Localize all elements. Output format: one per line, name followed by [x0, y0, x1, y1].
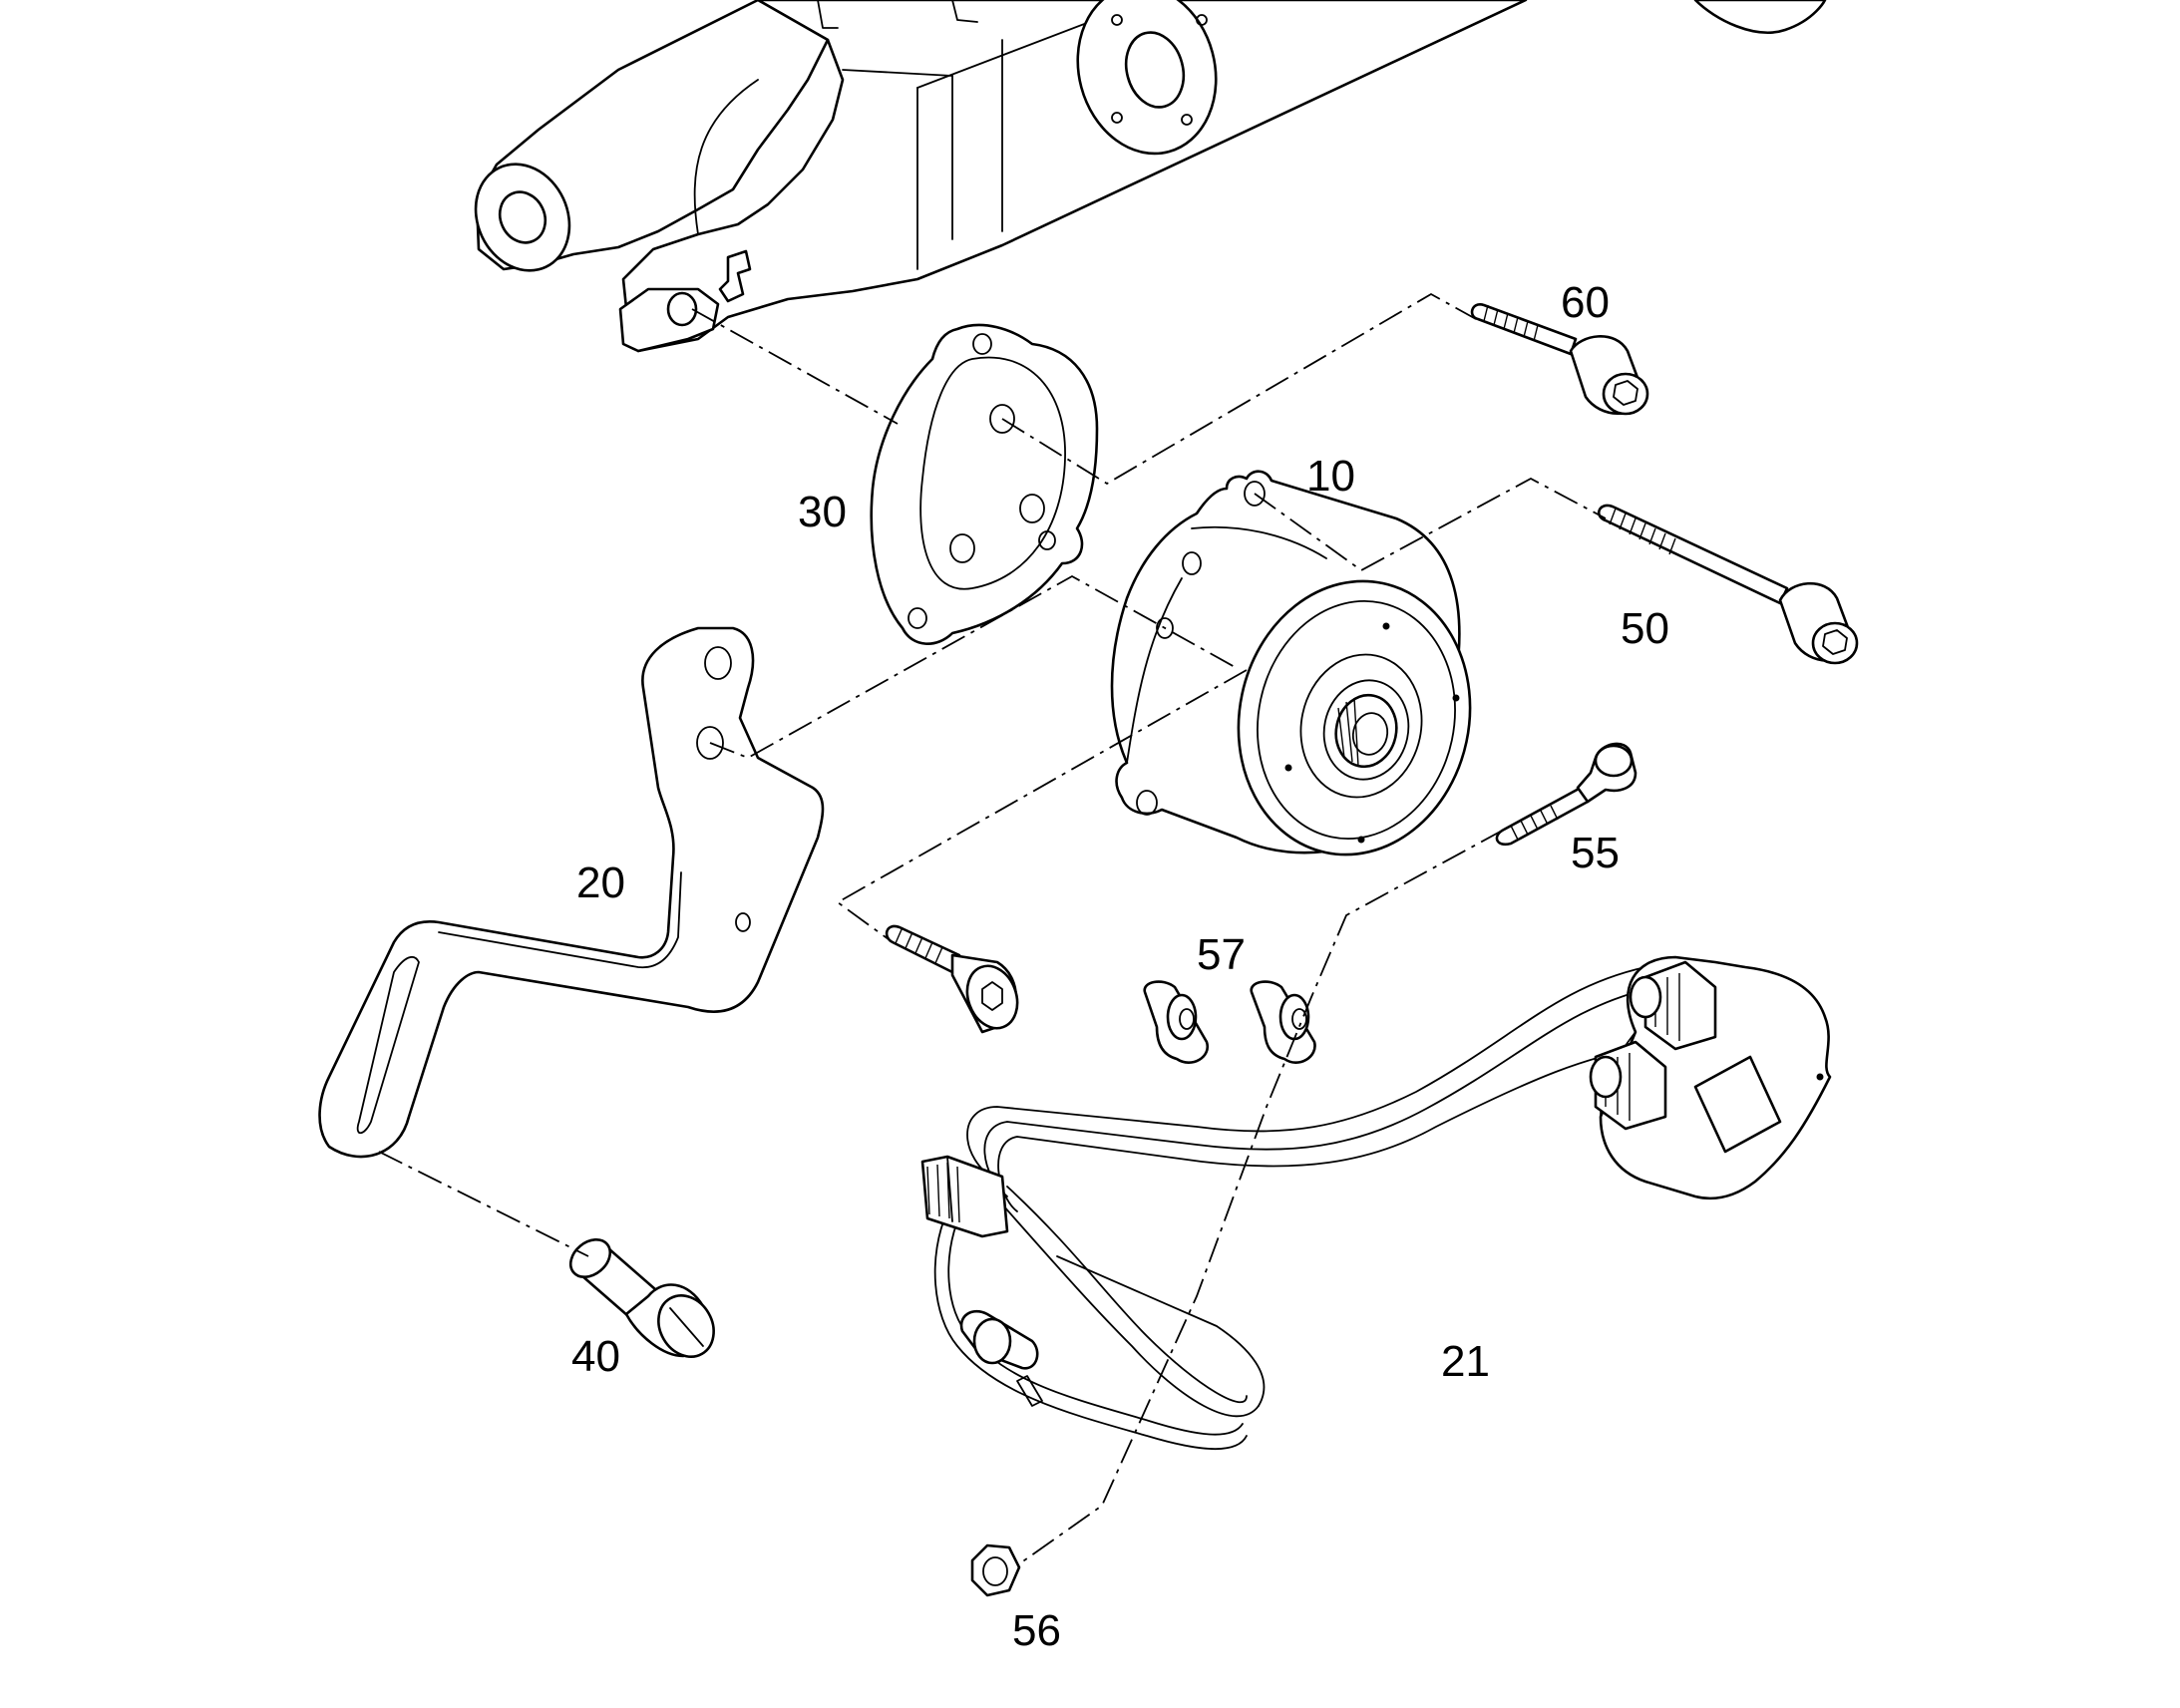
pin-40-part	[568, 1237, 715, 1358]
nut-56-part	[970, 1543, 1021, 1597]
countersunk-screw-part	[885, 924, 1019, 1034]
screw-50-part	[1597, 504, 1859, 665]
swing-arm-frame	[474, 0, 1827, 353]
callout-40: 40	[571, 1332, 620, 1381]
assembly-line-frame-to-flange	[691, 308, 899, 425]
callout-50: 50	[1621, 604, 1669, 653]
callout-21: 21	[1441, 1337, 1490, 1386]
assembly-lines	[378, 292, 1607, 1566]
assembly-line-screw-50	[1254, 477, 1607, 572]
callout-57: 57	[1197, 930, 1246, 979]
callout-60: 60	[1561, 278, 1610, 327]
drive-unit-part	[1110, 470, 1472, 856]
grommets-57-part	[1143, 980, 1316, 1064]
encoder-harness-part	[920, 955, 1832, 1451]
screw-60-part	[1470, 303, 1649, 416]
callout-55: 55	[1571, 829, 1620, 877]
assembly-line-pin	[378, 1151, 589, 1257]
assembly-line-screw-60	[1001, 292, 1477, 486]
assembly-line-bracket-upper	[709, 574, 1238, 759]
bracket-part	[318, 626, 825, 1159]
callout-10: 10	[1306, 452, 1355, 501]
callout-labels: 60 10 30 50 55 20 57 21 40 56	[571, 278, 1669, 1655]
stud-55-part	[1495, 742, 1637, 847]
callout-56: 56	[1012, 1606, 1061, 1655]
adapter-flange-part	[870, 323, 1099, 645]
callout-30: 30	[798, 488, 847, 536]
callout-20: 20	[576, 858, 625, 907]
assembly-line-bracket-lower	[836, 669, 1248, 943]
assembly-line-stud-to-nut	[1016, 829, 1505, 1566]
